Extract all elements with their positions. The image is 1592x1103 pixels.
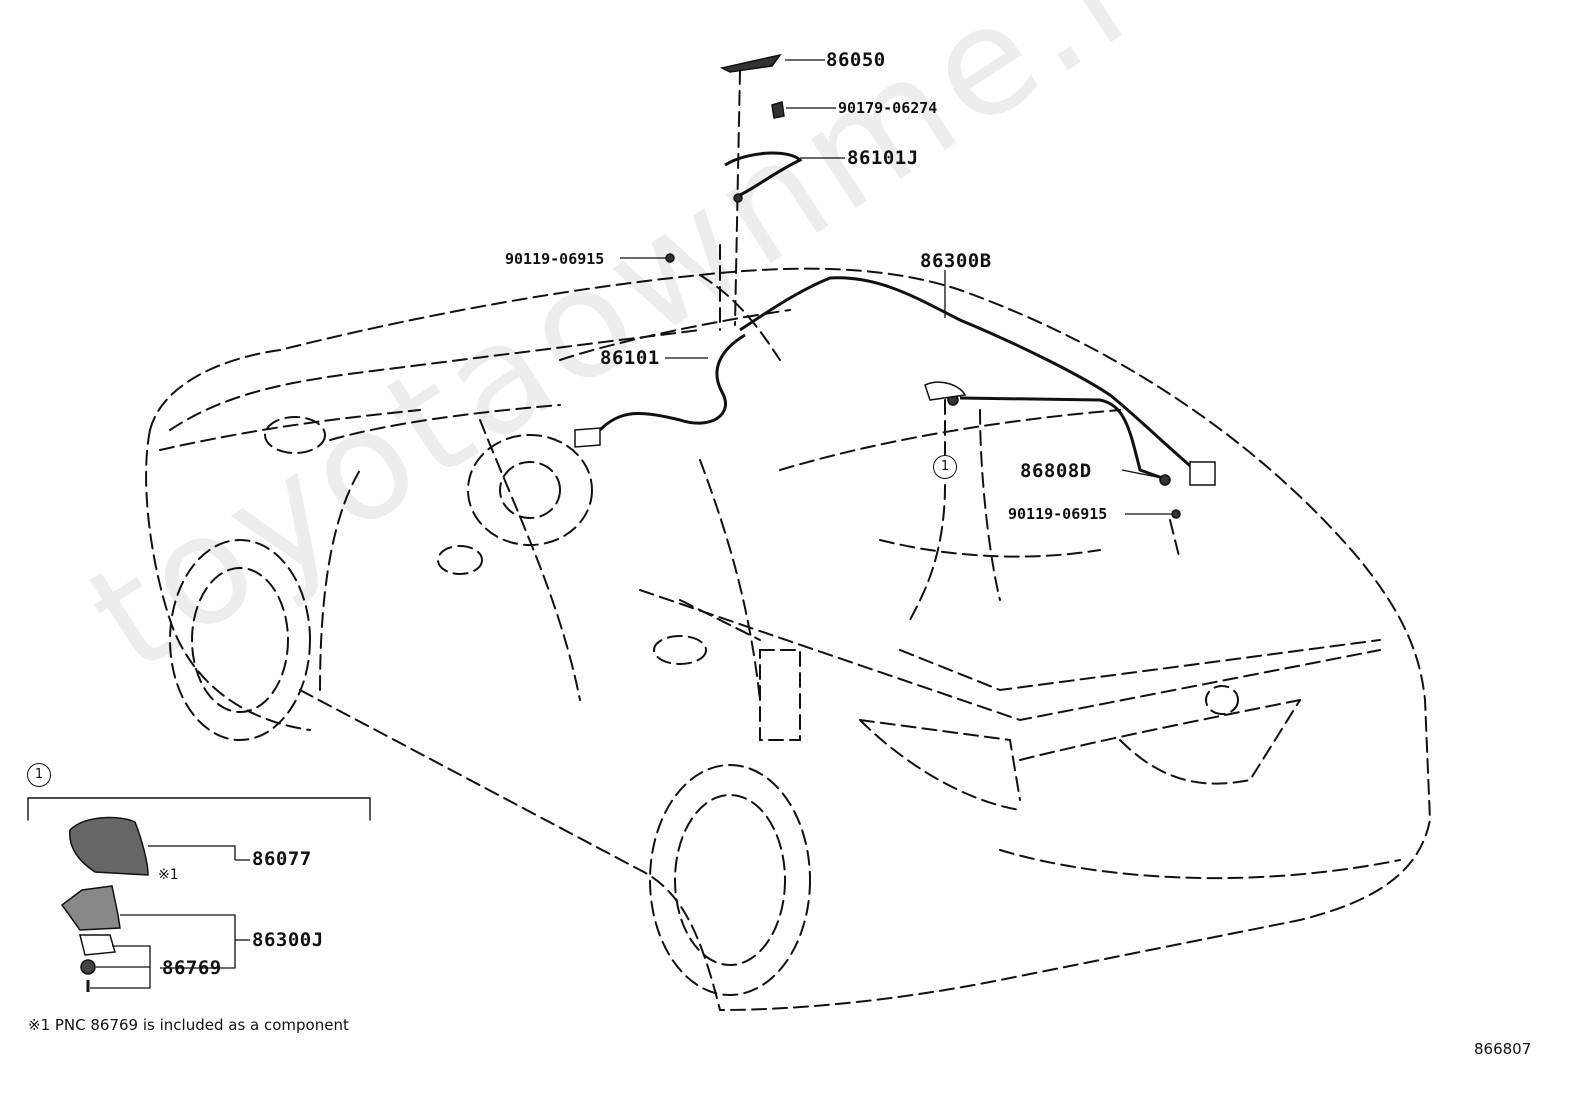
callout-circle: 1 (933, 455, 957, 479)
part-label-86300B: 86300B (920, 250, 992, 272)
part-label-90179-06274: 90179-06274 (838, 99, 938, 117)
footnote: ※1 PNC 86769 is included as a component (28, 1016, 349, 1034)
part-label-86101J: 86101J (847, 147, 919, 169)
part-label-90119-06915-left: 90119-06915 (505, 250, 605, 268)
part-label-86077: 86077 (252, 848, 312, 870)
part-label-86808D: 86808D (1020, 460, 1092, 482)
part-label-86769: 86769 (162, 957, 222, 979)
part-label-86300J: 86300J (252, 929, 324, 951)
note-reference-mark: ※1 (158, 867, 179, 883)
inset-callout-circle: 1 (27, 763, 51, 787)
part-label-90119-06915-right: 90119-06915 (1008, 505, 1108, 523)
diagram-id: 866807 (1474, 1040, 1532, 1058)
part-label-86050: 86050 (826, 49, 886, 71)
part-label-86101: 86101 (600, 347, 660, 369)
